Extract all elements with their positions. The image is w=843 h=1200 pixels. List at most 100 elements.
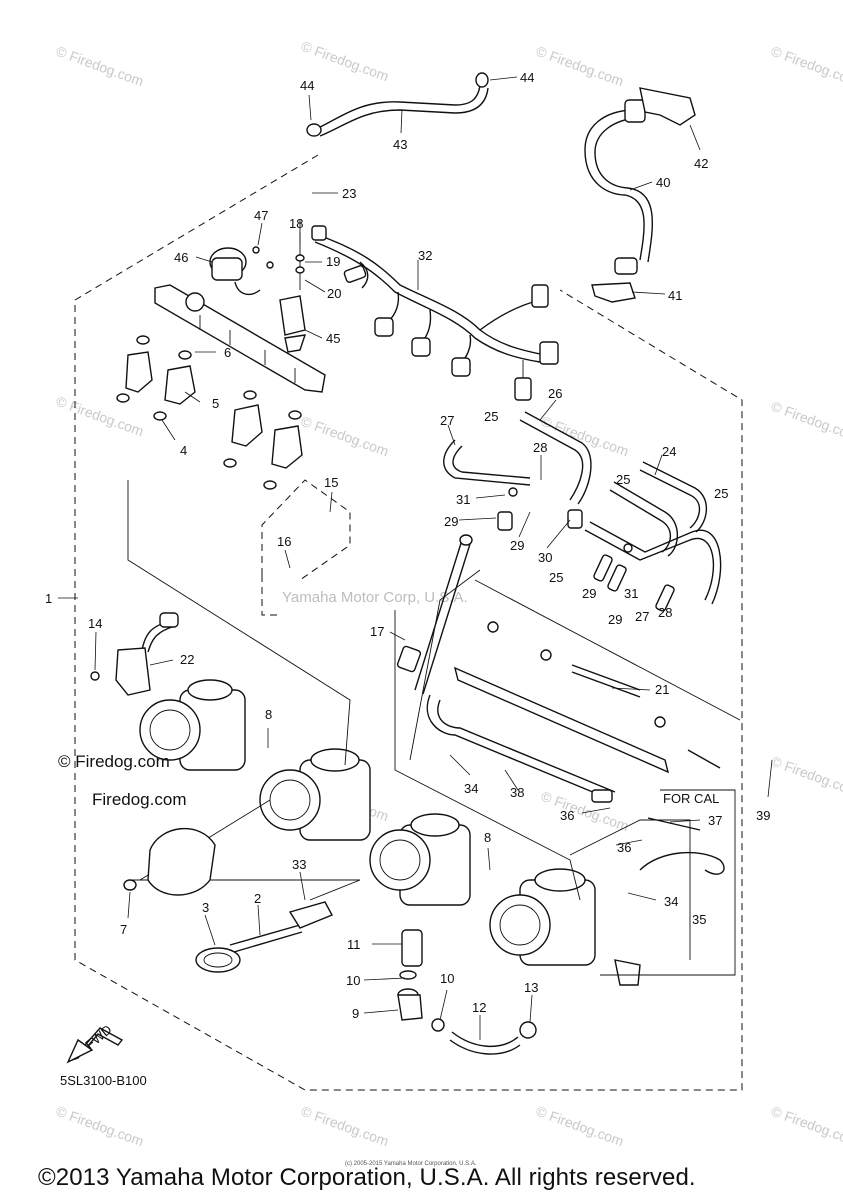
callout: 46 bbox=[174, 250, 188, 265]
callout: 13 bbox=[524, 980, 538, 995]
callout: 1 bbox=[45, 591, 52, 606]
callout: 38 bbox=[510, 785, 524, 800]
throttle-body-2 bbox=[259, 748, 371, 841]
center-watermark: Yamaha Motor Corp, U.S.A. bbox=[282, 589, 468, 606]
callout: 24 bbox=[662, 444, 676, 459]
callout: 44 bbox=[300, 78, 314, 93]
callout: 3 bbox=[202, 900, 209, 915]
wire-harness-32 bbox=[311, 225, 559, 401]
callout: 10 bbox=[346, 973, 360, 988]
callout: 25 bbox=[549, 570, 563, 585]
callout: 15 bbox=[324, 475, 338, 490]
callout: 31 bbox=[624, 586, 638, 601]
throttle-body-1 bbox=[139, 679, 246, 771]
watermark: © Firedog.com bbox=[299, 413, 391, 460]
watermark: © Firedog.com bbox=[769, 1103, 843, 1150]
tiny-copyright: (c) 2005-2015 Yamaha Motor Corporation, … bbox=[345, 1161, 477, 1167]
callout: 45 bbox=[326, 331, 340, 346]
callout: 12 bbox=[472, 1000, 486, 1015]
watermark: © Firedog.com bbox=[54, 1103, 146, 1150]
callout: 31 bbox=[456, 492, 470, 507]
callout: 43 bbox=[393, 137, 407, 152]
callout: 6 bbox=[224, 345, 231, 360]
callout: 8 bbox=[265, 707, 272, 722]
injectors-5 bbox=[116, 335, 303, 490]
fuel-rail bbox=[154, 284, 326, 393]
callout: 27 bbox=[635, 609, 649, 624]
vacuum-hoses bbox=[443, 411, 722, 612]
callout: 29 bbox=[510, 538, 524, 553]
callout: 10 bbox=[440, 971, 454, 986]
callout: 21 bbox=[655, 682, 669, 697]
callout: 29 bbox=[582, 586, 596, 601]
callout: 28 bbox=[658, 605, 672, 620]
callout: 17 bbox=[370, 624, 384, 639]
watermark: © Firedog.com bbox=[769, 753, 843, 800]
watermark: © Firedog.com bbox=[534, 43, 626, 90]
callout: 4 bbox=[180, 443, 187, 458]
callout: 7 bbox=[120, 922, 127, 937]
callout: 11 bbox=[347, 937, 361, 952]
callout: 30 bbox=[538, 550, 552, 565]
for-cal-box: FOR CAL bbox=[600, 789, 736, 976]
watermark: © Firedog.com bbox=[769, 398, 843, 445]
fwd-arrow: FWD bbox=[66, 1022, 124, 1064]
watermark: © Firedog.com bbox=[299, 1103, 391, 1150]
callout: 14 bbox=[88, 616, 102, 631]
callout: 26 bbox=[548, 386, 562, 401]
firedog-brand-2: Firedog.com bbox=[92, 790, 187, 809]
diagram-code: 5SL3100-B100 bbox=[60, 1073, 147, 1088]
sensor-22 bbox=[90, 612, 179, 696]
callout: 8 bbox=[484, 830, 491, 845]
pipe-17 bbox=[396, 534, 473, 695]
callout: 37 bbox=[708, 813, 722, 828]
callout: 18 bbox=[289, 216, 303, 231]
callout: 25 bbox=[714, 486, 728, 501]
copyright-notice: ©2013 Yamaha Motor Corporation, U.S.A. A… bbox=[38, 1164, 696, 1191]
callout: 35 bbox=[692, 912, 706, 927]
callout: 28 bbox=[533, 440, 547, 455]
callout: 5 bbox=[212, 396, 219, 411]
callout: 40 bbox=[656, 175, 670, 190]
lower-center-parts bbox=[397, 929, 641, 1055]
watermark: © Firedog.com bbox=[539, 413, 631, 460]
callout: 33 bbox=[292, 857, 306, 872]
callout: 36 bbox=[617, 840, 631, 855]
callout: 29 bbox=[608, 612, 622, 627]
watermark: © Firedog.com bbox=[54, 393, 146, 440]
callout: 2 bbox=[254, 891, 261, 906]
callout: 44 bbox=[520, 70, 534, 85]
callouts: 1 2 3 4 5 6 7 8 8 9 10 10 11 12 13 14 15… bbox=[45, 70, 770, 1021]
callout: 25 bbox=[484, 409, 498, 424]
fuel-hose-40 bbox=[584, 87, 696, 303]
callout: 25 bbox=[616, 472, 630, 487]
assembly-outline bbox=[74, 154, 743, 1091]
throttle-body-3 bbox=[369, 813, 471, 906]
callout: 27 bbox=[440, 413, 454, 428]
callout: 42 bbox=[694, 156, 708, 171]
callout: 19 bbox=[326, 254, 340, 269]
callout: 39 bbox=[756, 808, 770, 823]
firedog-brand: © Firedog.com bbox=[58, 752, 170, 771]
lower-left-parts bbox=[123, 828, 333, 973]
pressure-sensor-45 bbox=[279, 220, 307, 353]
callout: 23 bbox=[342, 186, 356, 201]
callout: 34 bbox=[664, 894, 678, 909]
callout: 9 bbox=[352, 1006, 359, 1021]
callout: 20 bbox=[327, 286, 341, 301]
watermark: © Firedog.com bbox=[54, 43, 146, 90]
callout: 41 bbox=[668, 288, 682, 303]
watermark: © Firedog.com bbox=[539, 788, 631, 835]
outline-connector bbox=[261, 575, 280, 616]
callout: 22 bbox=[180, 652, 194, 667]
callout: 36 bbox=[560, 808, 574, 823]
callout: 32 bbox=[418, 248, 432, 263]
callout: 34 bbox=[464, 781, 478, 796]
for-cal-label: FOR CAL bbox=[663, 791, 719, 806]
fwd-label: FWD bbox=[82, 1022, 114, 1053]
callout: 47 bbox=[254, 208, 268, 223]
throttle-body-4 bbox=[489, 868, 596, 966]
leader-lines bbox=[58, 76, 773, 1040]
fuel-hose-43 bbox=[306, 72, 489, 137]
